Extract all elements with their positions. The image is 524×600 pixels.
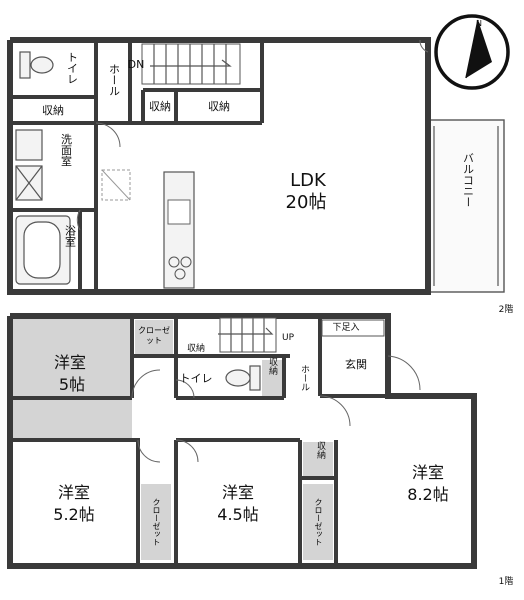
north-letter: N <box>476 19 482 28</box>
storage-right-label: 収納 <box>267 356 278 376</box>
fridge-space <box>101 169 131 201</box>
closet3-label: クローゼット <box>314 498 323 546</box>
room2-name-label: 洋室 <box>58 483 90 502</box>
ldk-size-label: 20帖 <box>286 192 327 213</box>
room3-size-label: 4.5帖 <box>217 505 258 524</box>
room1-size-label: 5帖 <box>59 375 85 394</box>
toilet-fixture-1f <box>225 365 261 391</box>
first-floor-plan: 洋室 5帖 クローゼット 収納 トイレ 収納 UP 下足入 玄関 ホール 洋室 … <box>7 313 514 587</box>
ldk-name-label: LDK <box>290 170 327 191</box>
floor-label-1f: 1階 <box>499 576 514 587</box>
bathtub-fixture <box>15 215 71 285</box>
up-label: UP <box>282 333 295 343</box>
north-arrow: N <box>434 14 510 90</box>
storage-label-a: 収納 <box>42 104 64 117</box>
stairs-first-floor <box>218 317 277 353</box>
closet2-label: クローゼット <box>152 498 161 546</box>
toilet-label-1f: トイレ <box>180 372 213 385</box>
room4-name-label: 洋室 <box>412 463 444 482</box>
shoe-storage-label: 下足入 <box>332 322 359 333</box>
washroom-label: 洗面室 <box>60 133 73 166</box>
balcony-area <box>427 119 505 293</box>
room4-size-label: 8.2帖 <box>407 485 448 504</box>
room3-name-label: 洋室 <box>222 483 254 502</box>
room2-size-label: 5.2帖 <box>53 505 94 524</box>
storage-label-b: 収納 <box>149 100 171 113</box>
hall-dn-label: DN <box>128 58 145 71</box>
toilet-fixture-2f <box>19 51 54 79</box>
hall-label-2f: ホール <box>108 63 121 96</box>
storage-top-label: 収納 <box>187 342 205 354</box>
closet1-label: クローゼット <box>138 326 170 345</box>
storage-label-c: 収納 <box>208 100 230 113</box>
kitchen-counter <box>163 171 195 289</box>
toilet-label-2f: トイレ <box>66 52 79 85</box>
floor-label-2f: 2階 <box>499 304 514 315</box>
room1-fill <box>12 318 132 438</box>
hall-label-1f: ホール <box>299 364 310 391</box>
balcony-label: バルコニー <box>462 153 475 208</box>
bath-label: 浴室 <box>64 225 77 247</box>
washbasin-fixture <box>15 129 43 201</box>
stairs-second-floor <box>141 43 241 85</box>
room1-name-label: 洋室 <box>54 353 86 372</box>
second-floor-plan: トイレ DN ホール 収納 収納 収納 洗面室 浴室 LDK 20帖 バルコニー… <box>7 37 514 315</box>
storage-mid-label: 収納 <box>315 440 326 460</box>
north-arrow-icon <box>466 20 492 78</box>
entrance-label: 玄関 <box>345 357 367 371</box>
